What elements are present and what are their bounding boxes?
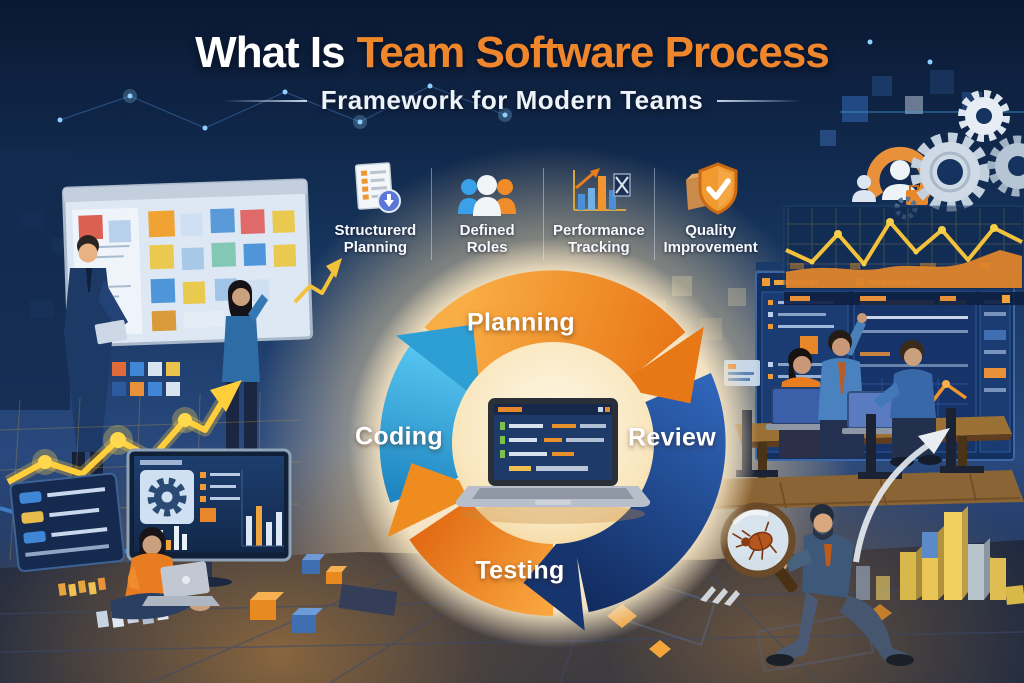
team-meeting-scene (690, 262, 1024, 510)
bug-icon (732, 521, 778, 560)
reviewing-person (222, 280, 268, 452)
title-highlight: Team Software Process (356, 28, 830, 77)
divider (717, 99, 802, 102)
divider (430, 168, 432, 260)
bar-blocks-3d (856, 506, 1006, 600)
presenter-person (64, 235, 128, 478)
divider (222, 99, 307, 102)
cycle-step-testing: Testing (475, 556, 565, 585)
bug-testing-scene (700, 428, 1006, 666)
divider (542, 168, 544, 260)
cycle-step-review: Review (628, 423, 716, 452)
bar-chart-icon (566, 162, 632, 216)
arrowhead-coding (395, 324, 481, 402)
laptop-code-icon (455, 398, 651, 507)
process-cycle-diagram (348, 238, 758, 648)
document-checklist-icon (347, 162, 403, 216)
developer-working-scene (9, 448, 347, 633)
dashboard-monitor (126, 448, 292, 587)
arrowhead-planning (614, 326, 704, 404)
arc-planning (424, 270, 686, 381)
tile-mosaic (112, 362, 180, 396)
page-subtitle: Framework for Modern Teams (0, 85, 1024, 116)
shield-check-icon (682, 162, 740, 216)
team-members-icon (457, 162, 517, 216)
gear-icon (147, 477, 187, 517)
team-member-1 (766, 348, 834, 458)
laptop-icon (142, 561, 220, 606)
team-member-3 (874, 340, 942, 467)
cycle-step-planning: Planning (467, 308, 575, 337)
kneeling-tester (766, 504, 914, 666)
arc-review (572, 373, 726, 613)
task-list-panel (9, 472, 125, 573)
gear-icon-small (958, 90, 1010, 142)
gears-and-people-scene (783, 90, 1024, 305)
performance-line-chart (783, 205, 1024, 305)
subtitle-text: Framework for Modern Teams (320, 85, 704, 115)
planning-board-scene (0, 150, 342, 478)
cycle-step-coding: Coding (355, 422, 443, 451)
speed-marks (700, 586, 740, 606)
arrowhead-review (523, 523, 585, 631)
network-dots (57, 39, 1024, 131)
sitting-developer (110, 527, 220, 620)
title-prefix: What Is (195, 28, 345, 77)
gear-icon-right (987, 135, 1024, 197)
divider (654, 168, 656, 260)
cubes (250, 554, 347, 633)
